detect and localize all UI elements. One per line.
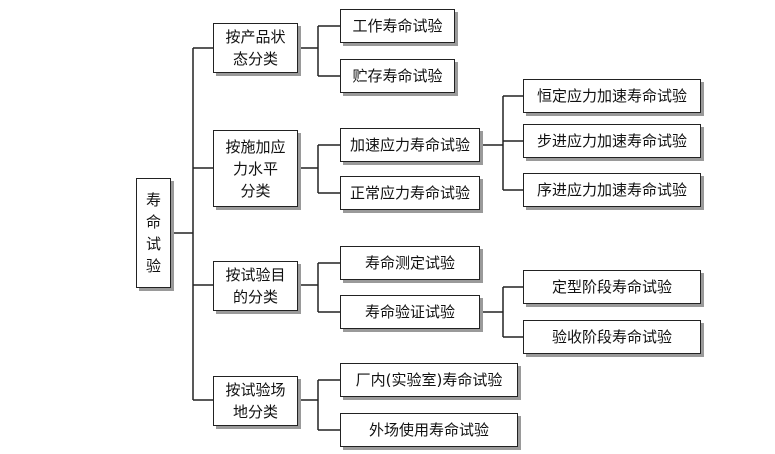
category-test-site: 按试验场 地分类 [213,376,298,426]
test-life-determination: 寿命测定试验 [340,246,480,280]
root-node: 寿 命 试 验 [136,178,171,288]
test-storage-life: 贮存寿命试验 [340,59,455,93]
test-factory-lab: 厂内(实验室)寿命试验 [340,363,518,397]
category-product-state: 按产品状 态分类 [213,23,298,73]
subtest-step-stress: 步进应力加速寿命试验 [523,124,701,158]
test-accelerated-stress: 加速应力寿命试验 [340,128,480,162]
subtest-constant-stress: 恒定应力加速寿命试验 [523,79,701,113]
subtest-progressive-stress: 序进应力加速寿命试验 [523,173,701,207]
test-normal-stress: 正常应力寿命试验 [340,176,480,210]
subtest-type-approval: 定型阶段寿命试验 [523,270,701,304]
test-working-life: 工作寿命试验 [340,9,455,43]
test-life-verification: 寿命验证试验 [340,295,480,329]
category-stress-level: 按施加应 力水平 分类 [213,130,298,207]
test-field-use: 外场使用寿命试验 [340,413,518,447]
category-test-purpose: 按试验目 的分类 [213,261,298,311]
subtest-acceptance: 验收阶段寿命试验 [523,320,701,354]
